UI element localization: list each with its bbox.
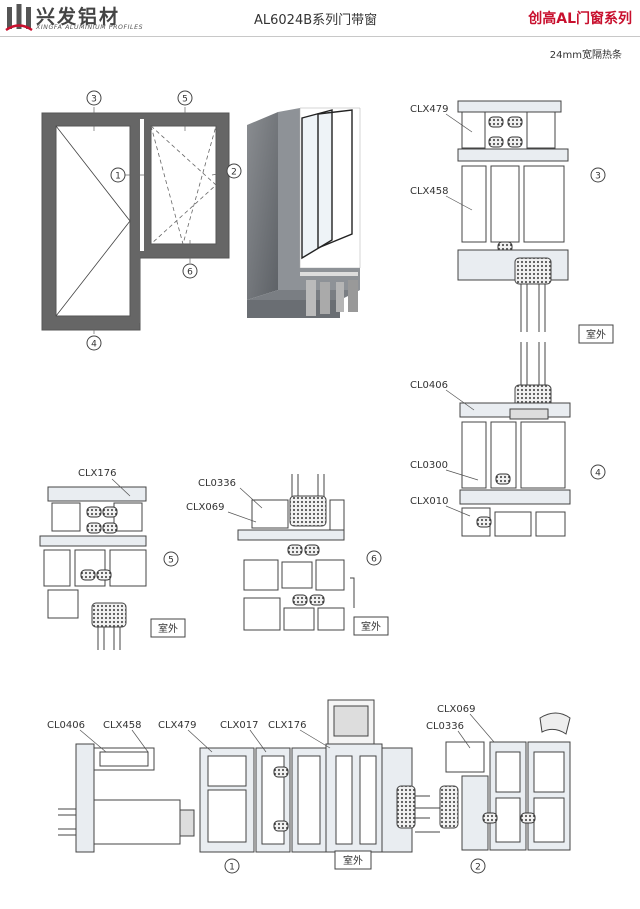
callout-2b: 2	[475, 863, 481, 873]
section-5-profile	[39, 486, 147, 650]
corner-3d-render	[247, 107, 361, 318]
thermal-break-spec: 24mm宽隔热条	[549, 50, 622, 61]
callout-6b-marker: 6	[366, 550, 382, 566]
label-cl0406: CL0406	[410, 380, 448, 391]
callout-6-marker: 6	[182, 263, 198, 279]
window-elevation	[41, 107, 230, 334]
label-clx479-b: CLX479	[158, 720, 197, 731]
callout-1-marker: 1	[110, 167, 126, 183]
label-clx458-b: CLX458	[103, 720, 142, 731]
callout-3: 3	[91, 95, 97, 105]
label-clx017: CLX017	[220, 720, 259, 731]
callout-5: 5	[182, 95, 188, 105]
outdoor-label-3: 室外	[586, 328, 606, 341]
label-clx458: CLX458	[410, 186, 449, 197]
outdoor-label-5: 室外	[158, 622, 178, 635]
section-4-profile	[459, 342, 571, 537]
outdoor-tag-5: 室外	[150, 618, 186, 638]
label-clx479: CLX479	[410, 104, 449, 115]
label-clx176-b: CLX176	[268, 720, 307, 731]
section-2-profile	[415, 712, 571, 851]
callout-2: 2	[231, 168, 237, 178]
callout-3b-marker: 3	[590, 167, 606, 183]
label-cl0336-b: CL0336	[426, 721, 464, 732]
callout-3b: 3	[595, 172, 601, 182]
brand-logo-icon	[5, 4, 33, 32]
callout-4-marker: 4	[86, 335, 102, 351]
outdoor-tag-6: 室外	[353, 616, 389, 636]
label-clx069: CLX069	[186, 502, 225, 513]
callout-4: 4	[91, 340, 97, 350]
page-header: 兴发铝材 XINGFA ALUMINIUM PROFILES AL6024B系列…	[0, 0, 640, 37]
section-1-profile	[58, 699, 430, 853]
callout-5b: 5	[168, 556, 174, 566]
label-clx010: CLX010	[410, 496, 449, 507]
label-clx176: CLX176	[78, 468, 117, 479]
callout-2b-marker: 2	[470, 858, 486, 874]
label-cl0406-b: CL0406	[47, 720, 85, 731]
callout-4b: 4	[595, 469, 601, 479]
callout-3-marker: 3	[86, 90, 102, 106]
series-title: 创高AL门窗系列	[528, 11, 632, 27]
section-3-profile	[457, 100, 569, 332]
callout-5b-marker: 5	[163, 551, 179, 567]
callout-6: 6	[187, 268, 193, 278]
brand-name: 兴发铝材	[36, 6, 121, 28]
callout-2-marker: 2	[226, 163, 242, 179]
callout-4b-marker: 4	[590, 464, 606, 480]
callout-5-marker: 5	[177, 90, 193, 106]
outdoor-tag-1: 室外	[334, 850, 372, 870]
outdoor-label-1: 室外	[343, 854, 363, 867]
outdoor-label-6: 室外	[361, 620, 381, 633]
callout-6b: 6	[371, 555, 377, 565]
section-6-profile	[237, 474, 355, 631]
label-cl0300: CL0300	[410, 460, 448, 471]
brand-subtitle: XINGFA ALUMINIUM PROFILES	[36, 24, 144, 31]
callout-1b-marker: 1	[224, 858, 240, 874]
callout-1b: 1	[229, 863, 235, 873]
document-title: AL6024B系列门带窗	[254, 13, 378, 28]
outdoor-tag-3: 室外	[578, 324, 614, 344]
label-clx069-b: CLX069	[437, 704, 476, 715]
label-cl0336: CL0336	[198, 478, 236, 489]
callout-1: 1	[115, 172, 121, 182]
